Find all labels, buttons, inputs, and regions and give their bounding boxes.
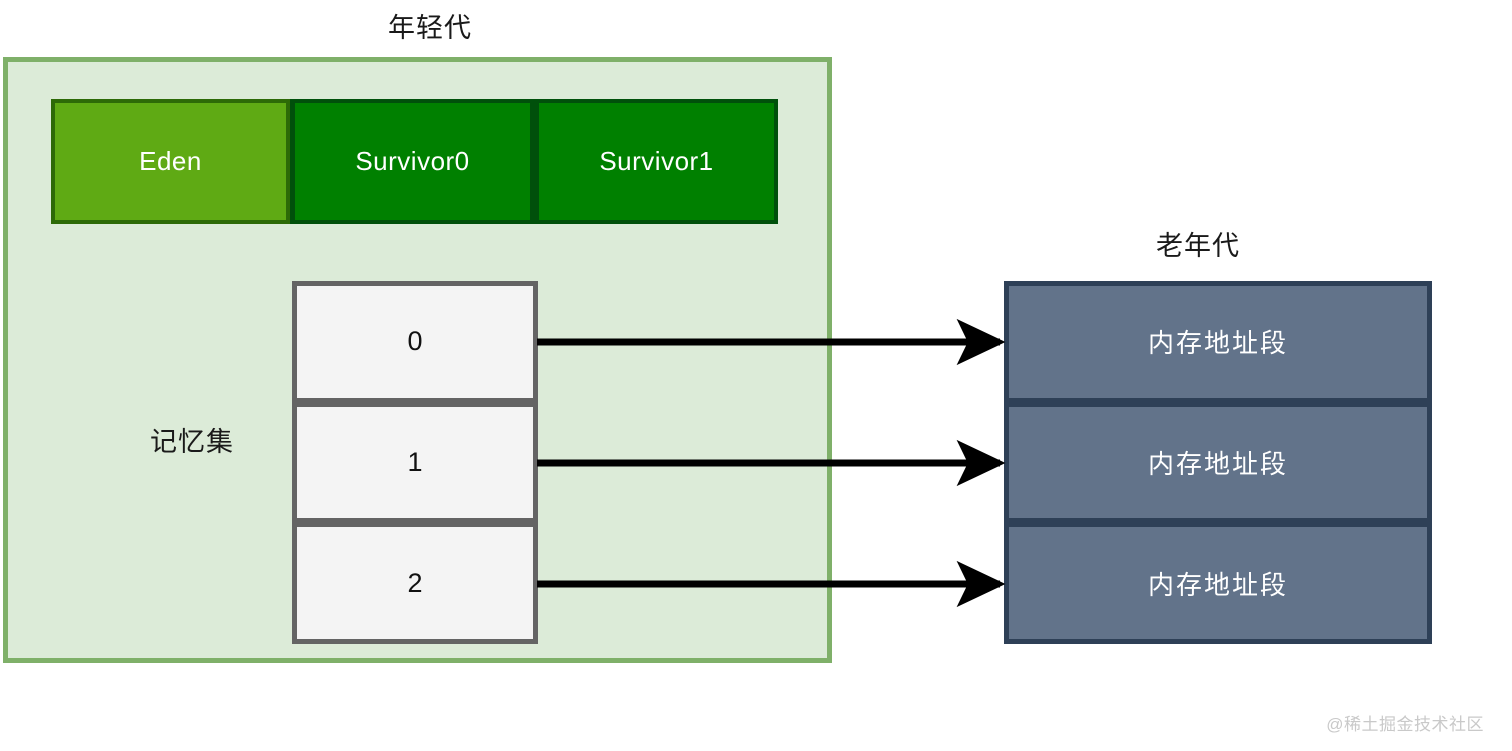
watermark: @稀土掘金技术社区 (1326, 715, 1484, 734)
remembered-set-cell[interactable]: 1 (292, 402, 538, 524)
old-generation-segment[interactable]: 内存地址段 (1004, 281, 1432, 403)
remembered-set-cell[interactable]: 2 (292, 523, 538, 645)
old-generation-segment[interactable]: 内存地址段 (1004, 402, 1432, 524)
young-generation-title: 年轻代 (388, 13, 472, 43)
survivor1-region[interactable]: Survivor1 (534, 99, 778, 224)
old-generation-segment[interactable]: 内存地址段 (1004, 523, 1432, 645)
old-generation-title: 老年代 (1156, 231, 1240, 261)
eden-region[interactable]: Eden (51, 99, 290, 224)
remembered-set-label: 记忆集 (150, 427, 234, 457)
young-generation-region-strip: Eden Survivor0 Survivor1 (51, 99, 778, 224)
survivor0-region[interactable]: Survivor0 (290, 99, 534, 224)
old-generation-column: 内存地址段 内存地址段 内存地址段 (1004, 281, 1432, 645)
remembered-set-table: 0 1 2 (292, 281, 538, 645)
remembered-set-cell[interactable]: 0 (292, 281, 538, 403)
